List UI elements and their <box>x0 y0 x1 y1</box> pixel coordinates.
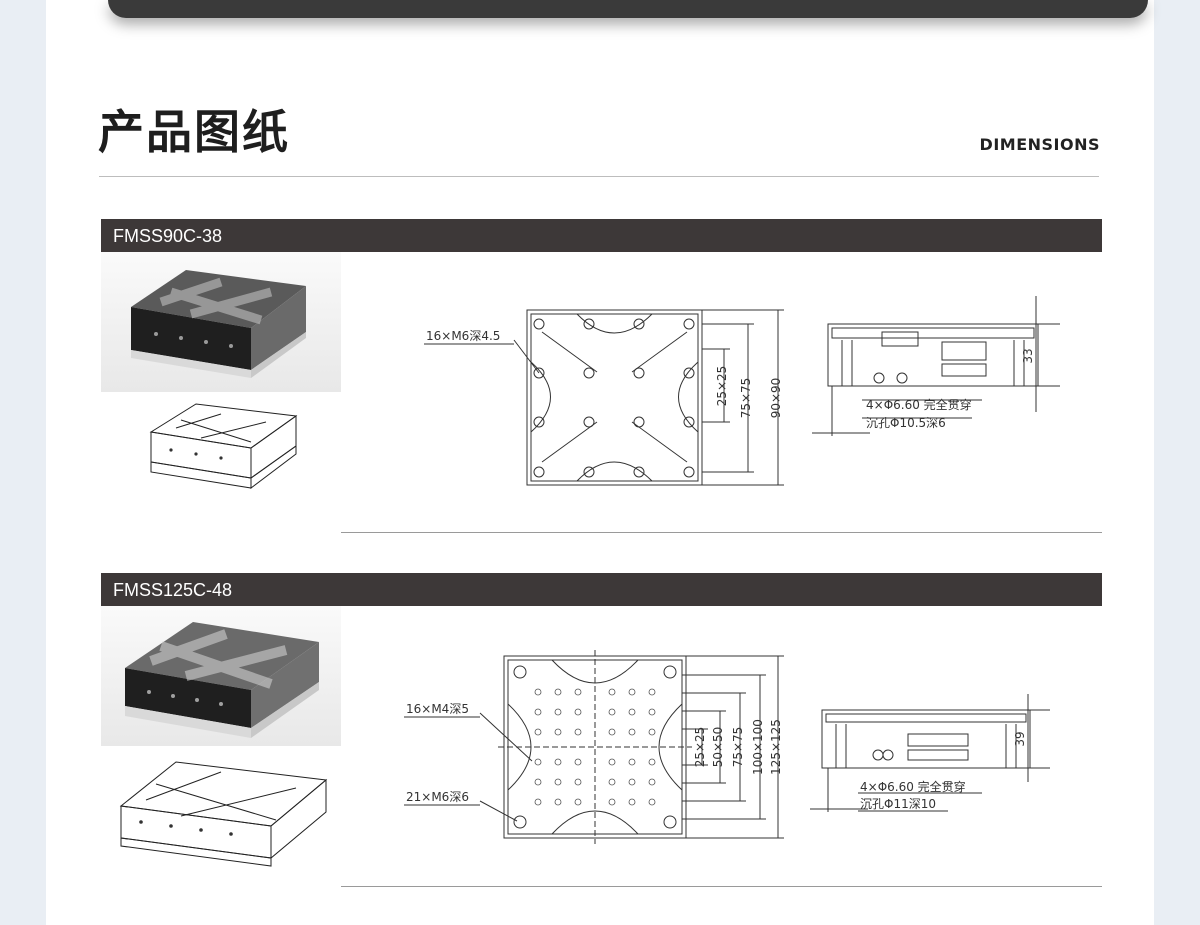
svg-text:16×M4深5: 16×M4深5 <box>406 702 469 716</box>
svg-text:25×25: 25×25 <box>693 727 707 768</box>
svg-text:100×100: 100×100 <box>751 719 765 775</box>
svg-text:39: 39 <box>1013 731 1027 746</box>
product-photos <box>101 252 341 533</box>
svg-text:125×125: 125×125 <box>769 719 783 775</box>
svg-text:沉孔Φ11深10: 沉孔Φ11深10 <box>860 797 936 811</box>
dimension-drawing: 16×M6深4.5 4×Φ6.60 完全贯穿 沉孔Φ10.5深6 25×25 7… <box>342 252 1102 533</box>
product-render-photo <box>101 252 341 392</box>
product-model-header: FMSS90C-38 <box>101 219 1102 252</box>
svg-text:90×90: 90×90 <box>769 378 783 419</box>
svg-text:4×Φ6.60 完全贯穿: 4×Φ6.60 完全贯穿 <box>860 779 966 794</box>
svg-text:75×75: 75×75 <box>731 727 745 768</box>
svg-text:33: 33 <box>1021 348 1035 363</box>
product-section-2: FMSS125C-48 <box>101 573 1102 887</box>
product-line-drawing <box>101 392 341 533</box>
product-photos <box>101 606 341 887</box>
hole-grid <box>534 688 656 806</box>
title-divider <box>99 176 1099 177</box>
page-subtitle: DIMENSIONS <box>979 135 1100 154</box>
previous-banner-edge <box>108 0 1148 18</box>
page-title: 产品图纸 <box>98 105 290 159</box>
svg-text:50×50: 50×50 <box>711 727 725 768</box>
dimension-drawing: 16×M4深5 21×M6深6 4×Φ6.60 完全贯穿 沉孔Φ11深10 25… <box>342 606 1102 887</box>
svg-text:25×25: 25×25 <box>715 366 729 407</box>
svg-text:16×M6深4.5: 16×M6深4.5 <box>426 329 500 343</box>
page-canvas: 产品图纸 DIMENSIONS FMSS90C-38 <box>46 0 1154 925</box>
product-model-header: FMSS125C-48 <box>101 573 1102 606</box>
product-section-1: FMSS90C-38 <box>101 219 1102 533</box>
svg-text:4×Φ6.60 完全贯穿: 4×Φ6.60 完全贯穿 <box>866 397 972 412</box>
svg-text:21×M6深6: 21×M6深6 <box>406 790 469 804</box>
svg-text:75×75: 75×75 <box>739 378 753 419</box>
svg-text:沉孔Φ10.5深6: 沉孔Φ10.5深6 <box>866 416 946 430</box>
product-line-drawing <box>101 746 341 887</box>
product-render-photo <box>101 606 341 746</box>
